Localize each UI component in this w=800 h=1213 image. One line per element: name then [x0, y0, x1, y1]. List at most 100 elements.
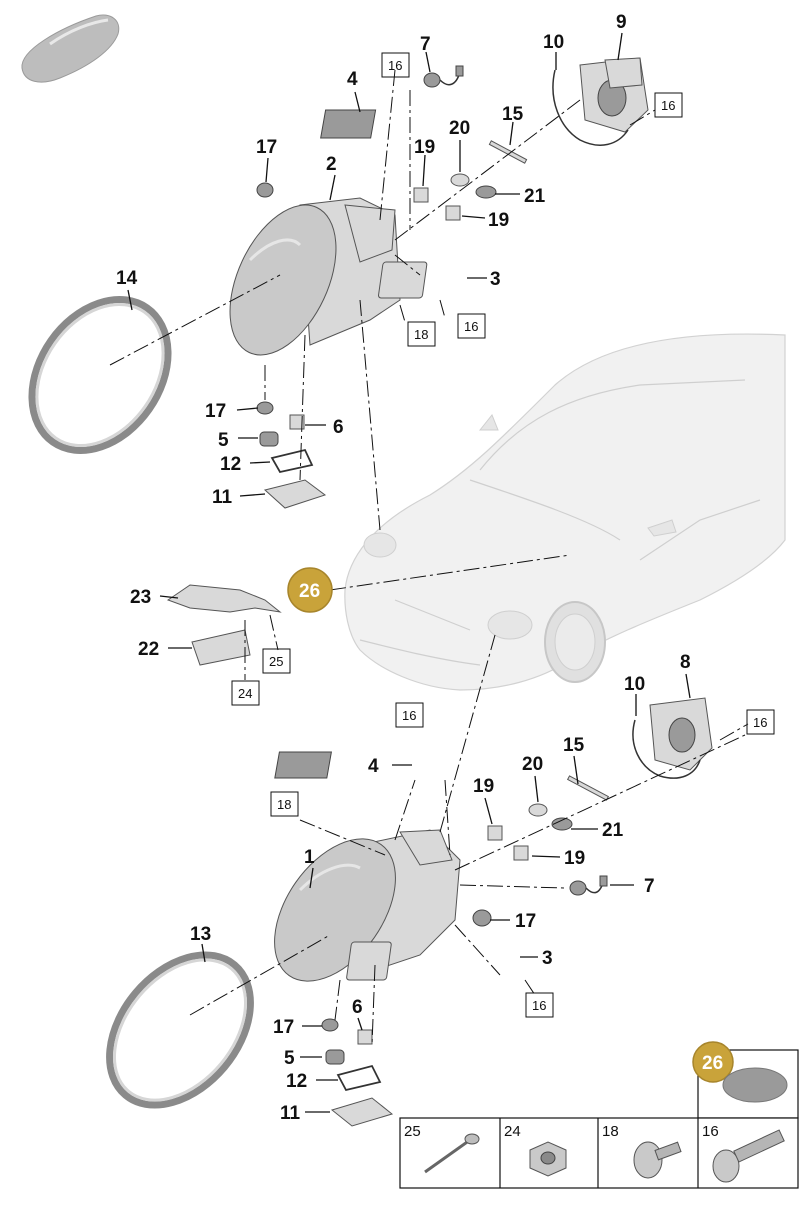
nut-icon	[529, 1141, 567, 1177]
led-module-upper	[320, 109, 377, 139]
ref-box-25: 25	[262, 648, 291, 674]
rod-15-upper	[488, 140, 528, 164]
svg-text:26: 26	[299, 581, 320, 602]
callout-6-upper: 6	[333, 417, 344, 438]
rivet-icon	[424, 1133, 480, 1174]
ref-box-16-d: 16	[395, 702, 424, 728]
callout-7-lower: 7	[644, 876, 655, 897]
holder-19-lower-b	[513, 845, 529, 861]
ref-box-18-a: 18	[407, 321, 436, 347]
ref-box-18-b: 18	[270, 791, 299, 817]
cap-17-upper-a	[256, 182, 274, 198]
cap-17-upper-b	[256, 401, 274, 415]
callout-8: 8	[680, 652, 691, 673]
legend-label-18: 18	[602, 1123, 619, 1140]
svg-text:16: 16	[402, 708, 416, 723]
led-module-lower	[274, 751, 332, 779]
ref-box-16-b: 16	[654, 92, 683, 118]
assembly-lines	[109, 69, 749, 1046]
callout-19-lower-b: 19	[564, 848, 585, 869]
callout-4-lower: 4	[368, 756, 379, 777]
svg-text:16: 16	[464, 319, 478, 334]
callout-22: 22	[138, 639, 159, 660]
legend-label-25: 25	[404, 1123, 421, 1140]
callout-4-upper: 4	[347, 69, 358, 90]
connector-7-upper	[423, 65, 464, 88]
callout-1: 1	[304, 847, 315, 868]
module-22	[191, 629, 251, 666]
svg-text:16: 16	[388, 58, 402, 73]
callout-12-lower: 12	[286, 1071, 307, 1092]
callout-9: 9	[616, 12, 627, 33]
callout-17-upper-b: 17	[205, 401, 226, 422]
trim-ring-right	[106, 951, 254, 1109]
svg-text:16: 16	[661, 98, 675, 113]
callout-20-lower: 20	[522, 754, 543, 775]
callout-17-upper-a: 17	[256, 137, 277, 158]
adjuster-8-unit	[649, 697, 713, 771]
ref-box-16-a: 16	[381, 52, 410, 78]
ref-box-16-e: 16	[746, 709, 775, 735]
callout-13: 13	[190, 924, 211, 945]
leader-lines	[127, 32, 691, 1113]
callout-23: 23	[130, 587, 151, 608]
callout-20-upper: 20	[449, 118, 470, 139]
svg-text:18: 18	[277, 797, 291, 812]
callout-19-lower-a: 19	[473, 776, 494, 797]
callout-10-lower: 10	[624, 674, 645, 695]
connector-7-lower	[569, 875, 608, 896]
cover-11-lower	[330, 1097, 394, 1127]
ring-21-upper	[475, 185, 497, 199]
callout-3-upper: 3	[490, 269, 501, 290]
callout-21-upper: 21	[524, 186, 546, 207]
bulb-5-lower	[325, 1049, 345, 1065]
holder-19-lower-a	[487, 825, 503, 841]
svg-text:18: 18	[414, 327, 428, 342]
ref-box-16-c: 16	[457, 313, 486, 339]
callout-10-upper: 10	[543, 32, 564, 53]
badge-26-legend: 26	[692, 1041, 734, 1083]
callout-17-lower-a: 17	[515, 911, 536, 932]
adhesive-pad-icon	[722, 1067, 788, 1103]
control-unit-3-upper	[378, 261, 428, 299]
callout-6-lower: 6	[352, 997, 363, 1018]
cap-17-lower-a	[472, 909, 492, 927]
vehicle-silhouette	[344, 333, 786, 691]
clip-20-lower	[528, 803, 548, 817]
cable-10-lower	[632, 719, 701, 779]
screw-18-icon	[633, 1141, 682, 1179]
bulb-5-upper	[259, 431, 279, 447]
callout-7-upper: 7	[420, 34, 431, 55]
callout-5-lower: 5	[284, 1048, 295, 1069]
callout-2: 2	[326, 154, 337, 175]
holder-19-upper-b	[445, 205, 461, 221]
legend-label-16: 16	[702, 1123, 719, 1140]
ring-21-lower	[551, 817, 573, 831]
svg-text:26: 26	[702, 1053, 723, 1074]
fastener-legend-table: 26 25 24 18 16	[399, 1041, 799, 1189]
seal-12-lower	[336, 1064, 382, 1092]
bracket-23	[166, 584, 282, 613]
callout-3-lower: 3	[542, 948, 553, 969]
callout-17-lower-b: 17	[273, 1017, 294, 1038]
rod-15-lower	[566, 775, 610, 801]
control-unit-3-lower	[346, 941, 392, 981]
cap-17-lower-b	[321, 1018, 339, 1032]
callout-5-upper: 5	[218, 430, 229, 451]
svg-text:25: 25	[269, 654, 283, 669]
adjuster-9-unit	[579, 57, 649, 133]
callout-19-upper-b: 19	[488, 210, 509, 231]
bracket-6-lower	[357, 1029, 373, 1045]
svg-text:24: 24	[238, 686, 252, 701]
clip-20-upper	[450, 173, 470, 187]
callout-15-upper: 15	[502, 104, 524, 125]
headlight-left-assembly	[229, 197, 401, 356]
callout-15-lower: 15	[563, 735, 585, 756]
svg-text:16: 16	[753, 715, 767, 730]
callout-12-upper: 12	[220, 454, 241, 475]
svg-text:16: 16	[532, 998, 546, 1013]
cable-10-upper	[552, 69, 629, 146]
thumbnail-car-icon	[21, 14, 120, 83]
callout-14: 14	[116, 268, 138, 289]
